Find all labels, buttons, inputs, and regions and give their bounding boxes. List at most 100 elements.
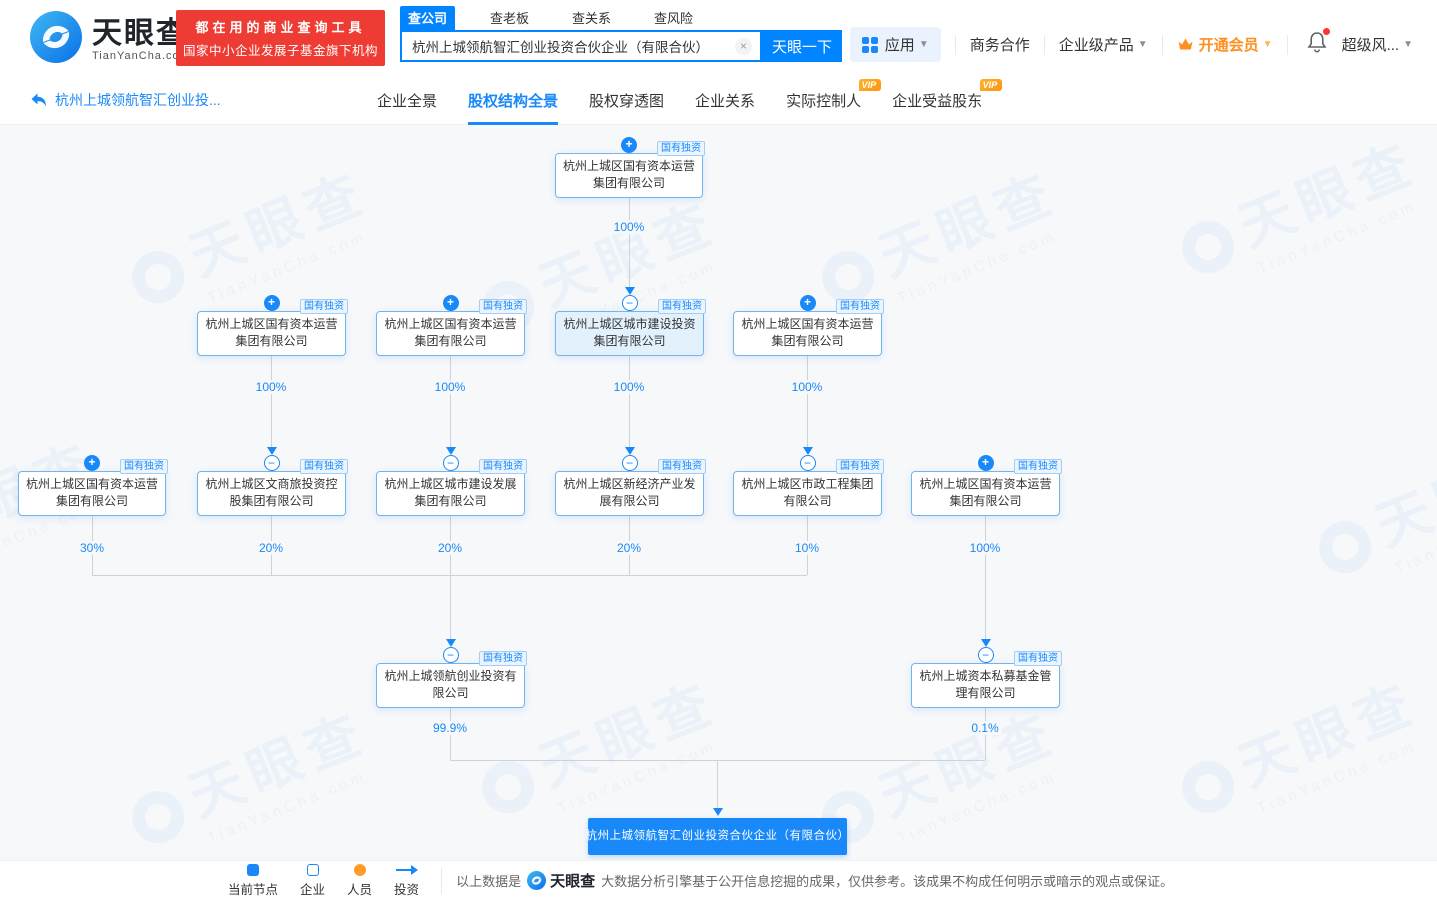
collapse-minus-icon[interactable]: − <box>621 455 638 471</box>
company-name-label: 杭州上城区国有资本运营集团有限公司 <box>919 477 1052 509</box>
connector-line <box>629 197 630 289</box>
disclaimer-brand: 天眼查 <box>527 870 595 891</box>
company-node[interactable]: 国有独资−杭州上城区城市建设投资集团有限公司 <box>555 295 706 356</box>
expand-plus-icon[interactable]: + <box>442 295 459 311</box>
search-button[interactable]: 天眼一下 <box>762 30 842 62</box>
arrow-down-icon <box>266 447 277 455</box>
state-owned-tag: 国有独资 <box>300 299 348 314</box>
company-node[interactable]: 国有独资−杭州上城资本私募基金管理有限公司 <box>911 647 1062 708</box>
top-menu: 应用 ▼ 商务合作 企业级产品 ▼ 开通会员 ▼ <box>849 27 1413 62</box>
company-node[interactable]: 国有独资+杭州上城区国有资本运营集团有限公司 <box>18 455 168 516</box>
arrow-down-icon <box>712 808 723 816</box>
search-input[interactable] <box>402 38 735 54</box>
tianyancha-logo[interactable]: 天眼查 TianYanCha.com <box>30 11 190 68</box>
enterprise-product-menu[interactable]: 企业级产品 ▼ <box>1059 34 1148 55</box>
menu-divider <box>954 34 956 55</box>
watermark-logo-icon <box>1174 753 1243 821</box>
open-vip-menu[interactable]: 开通会员 ▼ <box>1177 34 1273 55</box>
company-node[interactable]: 国有独资−杭州上城区新经济产业发展有限公司 <box>555 455 706 516</box>
company-nav: 杭州上城领航智汇创业投... 企业全景 股权结构全景 股权穿透图 企业关系 实际… <box>0 75 1437 125</box>
company-name-breadcrumb: 杭州上城领航智汇创业投... <box>55 92 221 108</box>
search-tab-company[interactable]: 查公司 <box>400 6 456 30</box>
company-name-label: 杭州上城区国有资本运营集团有限公司 <box>384 317 517 349</box>
collapse-minus-icon[interactable]: − <box>442 455 459 471</box>
company-node[interactable]: 国有独资+杭州上城区国有资本运营集团有限公司 <box>733 295 884 356</box>
expand-plus-icon[interactable]: + <box>263 295 280 311</box>
back-arrow-icon <box>30 92 47 108</box>
apps-label: 应用 <box>884 37 915 54</box>
ownership-percent: 99.9% <box>428 721 472 735</box>
company-node[interactable]: 国有独资 + 杭州上城区国有资本运营集团有限公司 <box>197 295 348 356</box>
collapse-minus-icon[interactable]: − <box>442 647 459 663</box>
company-node[interactable]: 国有独资 + 杭州上城区国有资本运营集团有限公司 <box>376 295 527 356</box>
tab-equity-structure[interactable]: 股权结构全景 <box>468 75 559 125</box>
company-node[interactable]: 国有独资+杭州上城区国有资本运营集团有限公司 <box>911 455 1062 516</box>
risk-label: 超级风... <box>1341 37 1400 54</box>
company-node[interactable]: 国有独资 − 杭州上城区文商旅投资控股集团有限公司 <box>197 455 348 516</box>
apps-menu[interactable]: 应用 ▼ <box>849 27 941 62</box>
company-node[interactable]: 国有独资+杭州上城区国有资本运营集团有限公司 <box>555 137 705 198</box>
state-owned-tag: 国有独资 <box>836 299 884 314</box>
arrow-down-icon <box>445 447 456 455</box>
ownership-percent: 0.1% <box>967 721 1003 735</box>
notification-bell[interactable] <box>1306 28 1330 59</box>
legend-person: 人员 <box>347 863 372 898</box>
collapse-minus-icon[interactable]: − <box>621 295 638 311</box>
apps-grid-icon <box>861 36 878 53</box>
connector-line <box>92 575 807 576</box>
search-tab-risk[interactable]: 查风险 <box>654 11 694 26</box>
tab-label: 股权结构全景 <box>468 92 559 110</box>
clear-icon[interactable]: × <box>735 37 752 55</box>
tab-beneficial-shareholders[interactable]: 企业受益股东 VIP <box>892 75 1003 125</box>
search-tab-boss[interactable]: 查老板 <box>490 11 530 26</box>
expand-plus-icon[interactable]: + <box>977 455 994 471</box>
state-owned-tag: 国有独资 <box>479 299 527 314</box>
connector-line <box>450 355 451 450</box>
business-cooperation-menu[interactable]: 商务合作 <box>970 34 1030 55</box>
state-owned-tag: 国有独资 <box>658 459 706 474</box>
ownership-percent: 100% <box>251 380 291 394</box>
connector-line <box>450 575 451 639</box>
connector-line <box>807 355 808 450</box>
company-node[interactable]: 国有独资−杭州上城区城市建设发展集团有限公司 <box>376 455 527 516</box>
company-name-label: 杭州上城区国有资本运营集团有限公司 <box>205 317 338 349</box>
connector-line <box>271 355 272 450</box>
collapse-minus-icon[interactable]: − <box>263 455 280 471</box>
vip-badge: VIP <box>979 79 1003 91</box>
notification-dot <box>1322 28 1330 35</box>
state-owned-tag: 国有独资 <box>836 459 884 474</box>
tab-equity-penetration[interactable]: 股权穿透图 <box>589 75 664 125</box>
super-risk-menu[interactable]: 超级风... ▼ <box>1342 34 1413 55</box>
slogan-banner: 都在用的商业查询工具 国家中小企业发展子基金旗下机构 <box>176 10 385 66</box>
tab-company-relations[interactable]: 企业关系 <box>695 75 755 125</box>
arrow-down-icon <box>802 447 813 455</box>
ownership-percent: 20% <box>433 541 467 555</box>
state-owned-tag: 国有独资 <box>300 459 348 474</box>
state-owned-tag: 国有独资 <box>1014 651 1062 666</box>
collapse-minus-icon[interactable]: − <box>977 647 994 663</box>
legend-label: 企业 <box>300 882 326 897</box>
tab-actual-controller[interactable]: 实际控制人 VIP <box>786 75 882 125</box>
crown-icon <box>1177 37 1194 52</box>
tab-company-overview[interactable]: 企业全景 <box>377 75 437 125</box>
ownership-percent: 30% <box>75 541 109 555</box>
search-tab-relation[interactable]: 查关系 <box>572 11 612 26</box>
ownership-percent: 100% <box>430 380 470 394</box>
collapse-minus-icon[interactable]: − <box>799 455 816 471</box>
disclaimer-text: 大数据分析引擎基于公开信息挖掘的成果，仅供参考。该成果不构成任何明示或暗示的观点… <box>601 874 1174 889</box>
company-name-label: 杭州上城区文商旅投资控股集团有限公司 <box>205 477 338 509</box>
company-name-label: 杭州上城区城市建设投资集团有限公司 <box>563 317 696 349</box>
expand-plus-icon[interactable]: + <box>621 137 637 153</box>
company-node[interactable]: 国有独资−杭州上城领航创业投资有限公司 <box>376 647 527 708</box>
company-node[interactable]: 国有独资−杭州上城区市政工程集团有限公司 <box>733 455 884 516</box>
expand-plus-icon[interactable]: + <box>799 295 816 311</box>
back-to-company[interactable]: 杭州上城领航智汇创业投... <box>30 75 221 125</box>
legend-items: 当前节点 企业 人员 投资 <box>228 863 441 898</box>
target-company-node[interactable]: 杭州上城领航智汇创业投资合伙企业（有限合伙） <box>586 818 849 855</box>
expand-plus-icon[interactable]: + <box>84 455 100 471</box>
logo-text: 天眼查 TianYanCha.com <box>92 17 190 62</box>
tianyancha-logo-icon <box>30 11 82 68</box>
ownership-percent: 100% <box>609 220 649 234</box>
